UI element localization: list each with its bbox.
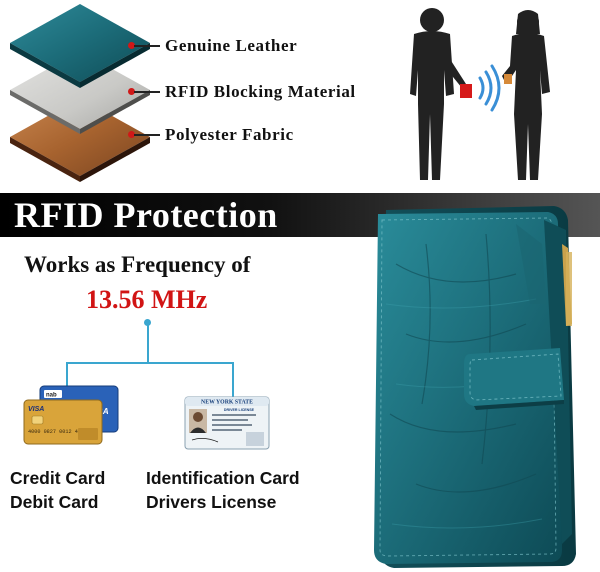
- frequency-value: 13.56 MHz: [86, 285, 208, 314]
- callout-dot: [128, 42, 135, 49]
- card-brand-front: VISA: [28, 406, 44, 413]
- callout-line: [134, 45, 160, 47]
- rfid-signal-icon: [478, 64, 501, 112]
- connector-line: [232, 362, 234, 398]
- layer-label-polyester: Polyester Fabric: [165, 125, 294, 144]
- connector-line: [146, 325, 149, 363]
- id-card-caption: Identification Card Drivers License: [146, 466, 300, 514]
- banner-title: RFID Protection: [14, 195, 278, 235]
- connector-dot: [144, 319, 151, 326]
- identification-card-label: Identification Card: [146, 468, 300, 488]
- debit-card-label: Debit Card: [10, 492, 99, 512]
- credit-card-label: Credit Card: [10, 468, 106, 488]
- id-state: NEW YORK STATE: [201, 400, 253, 406]
- callout-line: [134, 134, 160, 136]
- drivers-license-label: Drivers License: [146, 492, 277, 512]
- callout-dot: [128, 131, 135, 138]
- id-doc-type: DRIVER LICENSE: [224, 408, 255, 412]
- card-number: 4000 0827 0012 4000: [28, 429, 87, 435]
- credit-card-caption: Credit Card Debit Card: [10, 466, 105, 514]
- wallet-image: [374, 206, 576, 568]
- callout-dot: [128, 88, 135, 95]
- connector-line: [66, 362, 68, 390]
- connector-line: [66, 362, 234, 364]
- layer-label-leather: Genuine Leather: [165, 36, 298, 55]
- person-silhouette-icon: [410, 8, 550, 180]
- layer-label-rfid: RFID Blocking Material: [165, 82, 356, 101]
- layer-stack-icon: [10, 4, 150, 182]
- id-card-image: NEW YORK STATE DRIVER LICENSE: [184, 396, 270, 450]
- frequency-intro: Works as Frequency of: [24, 252, 251, 277]
- credit-card-image: nab VISA VISA 4000 0827 0012 4000: [23, 385, 119, 445]
- callout-line: [134, 91, 160, 93]
- bank-logo: nab: [46, 393, 57, 399]
